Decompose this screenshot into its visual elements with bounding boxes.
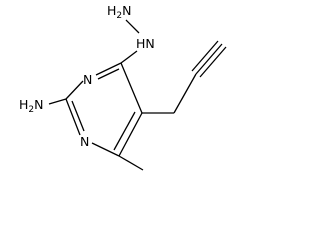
bond-c6-methyl bbox=[118, 155, 144, 171]
bond-alkyne-triple-1 bbox=[195, 43, 223, 75]
bond-c6-c5 bbox=[118, 112, 143, 157]
label-amine: H2N bbox=[19, 97, 44, 115]
bond-c5-c4 bbox=[120, 62, 143, 114]
bond-c2-amine bbox=[48, 98, 67, 105]
bond-alkyne-triple-3 bbox=[199, 46, 227, 78]
bond-c4-n3 bbox=[95, 62, 122, 76]
bond-c2-n1-double bbox=[71, 100, 85, 132]
bond-c4-n3-double bbox=[97, 68, 120, 80]
label-ring-n3: N bbox=[83, 72, 92, 87]
bond-ch2-alkyne bbox=[173, 73, 197, 114]
bond-n3-c2 bbox=[65, 80, 84, 100]
chemical-structure: H2N HN N N H2N bbox=[19, 3, 227, 171]
pyrimidine-ring bbox=[65, 62, 143, 157]
label-ring-n1: N bbox=[80, 134, 89, 149]
atom-labels: H2N HN N N H2N bbox=[19, 3, 155, 149]
substituents bbox=[48, 19, 227, 171]
bond-c4-nh bbox=[120, 50, 138, 64]
bond-c6-c5-double bbox=[113, 111, 136, 151]
label-hydrazine-terminal: H2N bbox=[107, 3, 132, 21]
bond-nh-nh2 bbox=[125, 19, 140, 34]
bond-alkyne-triple-2 bbox=[191, 40, 219, 72]
bond-c2-n1 bbox=[65, 98, 81, 136]
bond-n1-c6 bbox=[91, 142, 120, 157]
label-hydrazine-inner: HN bbox=[136, 36, 155, 51]
